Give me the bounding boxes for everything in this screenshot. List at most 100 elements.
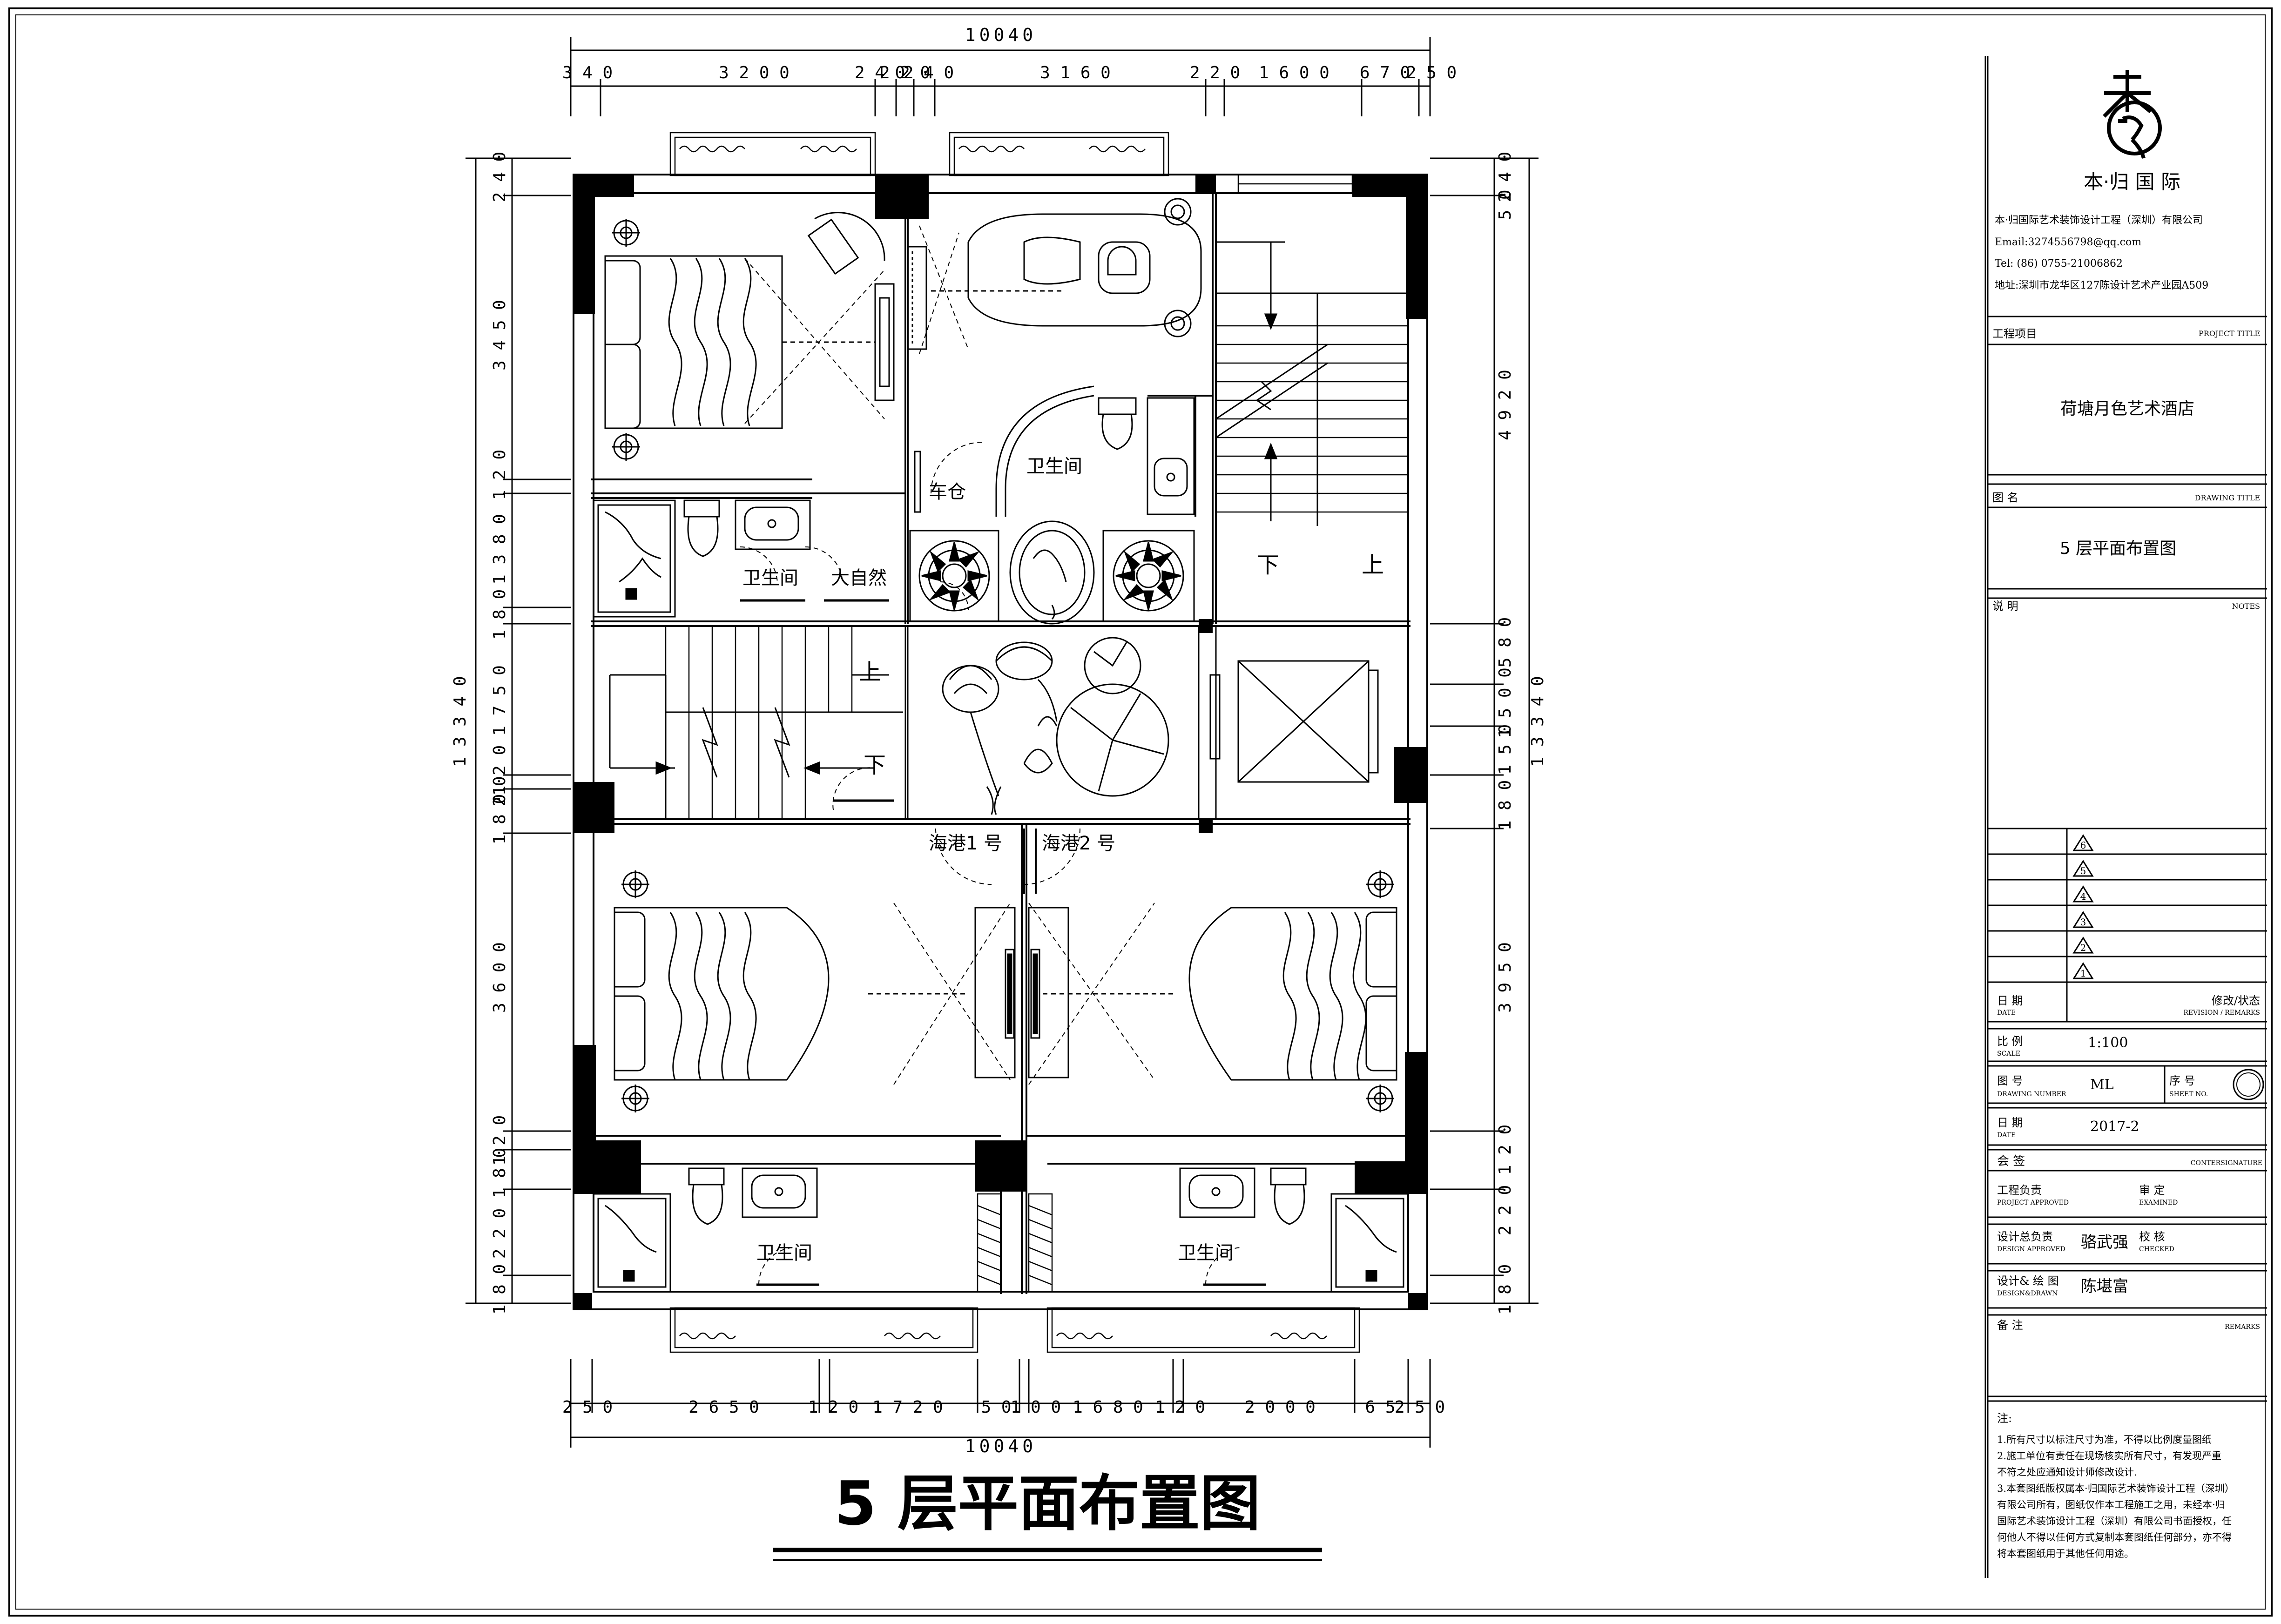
note-line: 不符之处应通知设计师修改设计. xyxy=(1997,1467,2137,1478)
room-label-bathroom: 卫生间 xyxy=(756,1242,812,1264)
title-block-frame xyxy=(1984,56,2267,1578)
date-label-en: DATE xyxy=(1997,1009,2016,1017)
door-swings xyxy=(931,442,1080,894)
countersign-label-en: CONTERSIGNATURE xyxy=(2191,1159,2262,1167)
drawing-label: 图 名 xyxy=(1992,491,2018,504)
drawing-label-en: DRAWING TITLE xyxy=(2195,493,2260,502)
dim-bottom-segment: 1 6 8 0 xyxy=(1073,1398,1143,1417)
bed-bottom-left xyxy=(614,870,1016,1112)
project-approved-label-en: PROJECT APPROVED xyxy=(1997,1199,2069,1206)
dimension-lines xyxy=(466,37,1539,1448)
scale-label-en: SCALE xyxy=(1997,1050,2020,1058)
windows xyxy=(669,132,1360,1353)
garage-car xyxy=(907,198,1202,517)
dim-left-total: 1 3 3 4 0 xyxy=(451,676,470,767)
company-tel: Tel: (86) 0755-21006862 xyxy=(1995,258,2123,270)
company-email: Email:327455679​8@qq.com xyxy=(1995,236,2141,248)
sheet-border xyxy=(8,7,2273,1617)
dim-top-segment: 3 2 0 0 xyxy=(719,63,790,82)
dim-top-total: 10040 xyxy=(965,25,1037,45)
project-name: 荷塘月色艺术酒店 xyxy=(2060,399,2194,418)
dim-left-segment: 1 8 0 xyxy=(490,794,509,844)
dim-right-segment: 1 2 0 xyxy=(1496,1125,1515,1175)
examined-label: 审 定 xyxy=(2139,1184,2165,1197)
dim-left-segment: 1 8 0 xyxy=(490,589,509,640)
note-line: 国际艺术装饰设计工程（深圳）有限公司书面授权，任 xyxy=(1997,1516,2232,1527)
note-line: 将本套图纸用于其他任何用途。 xyxy=(1997,1548,2134,1559)
dim-left-segment: 1 2 0 xyxy=(490,745,509,795)
scale-label: 比 例 xyxy=(1997,1035,2023,1048)
remarks2-label-en: REMARKS xyxy=(2225,1323,2260,1331)
revision-number: 6 xyxy=(2080,840,2086,851)
designer-label-en: DESIGN&DRAWN xyxy=(1997,1290,2058,1297)
note-line: 3.本套图纸版权属本·归国际艺术装饰设计工程（深圳） xyxy=(1997,1483,2234,1494)
dim-bottom-segment: 5 0 xyxy=(981,1398,1011,1417)
room-labels: 卫生间 大自然 车仓 卫生间 下 上 上 下 海港1 号 海港2 号 卫生间 卫… xyxy=(742,456,1384,1264)
design-approved-name: 骆武强 xyxy=(2081,1233,2128,1252)
revision-number: 5 xyxy=(2080,865,2086,876)
drawing-no-label-en: DRAWING NUMBER xyxy=(1997,1091,2066,1098)
dim-top-segment: 3 1 6 0 xyxy=(1040,63,1111,82)
dim-bottom-segment: 1 2 0 xyxy=(808,1398,858,1417)
project-approved-label: 工程负责 xyxy=(1997,1184,2042,1197)
remarks2-label: 备 注 xyxy=(1997,1319,2023,1332)
revision-marks xyxy=(2072,834,2094,979)
dim-right-total: 1 3 3 4 0 xyxy=(1528,676,1547,767)
sheet-no-label: 序 号 xyxy=(2169,1074,2195,1087)
design-approved-label-en: DESIGN APPROVED xyxy=(1997,1246,2065,1253)
dim-top-segment: 2 5 0 xyxy=(1406,63,1457,82)
company-short-name: 本·归 国 际 xyxy=(2084,170,2180,193)
lotus-panel xyxy=(907,625,1217,820)
dim-right-segment: 2 4 0 xyxy=(1496,152,1515,202)
room-label-harbor-1: 海港1 号 xyxy=(929,833,1002,854)
sheet-inner-border xyxy=(15,14,2266,1610)
bed-top-left xyxy=(604,212,895,461)
remarks-label: 修改/状态 xyxy=(2212,994,2260,1007)
countersign-label: 会 签 xyxy=(1997,1154,2025,1168)
note-line: 1.所有尺寸以标注尺寸为准，不得以比例度量图纸 xyxy=(1997,1434,2212,1445)
dim-bottom-segment: 2 6 5 0 xyxy=(688,1398,759,1417)
dim-bottom-segment: 2 5 0 xyxy=(1395,1398,1445,1417)
notes-label: 说 明 xyxy=(1992,600,2018,613)
dim-bottom-segment: 1 7 2 0 xyxy=(872,1398,943,1417)
dim-right-segment: 3 9 5 0 xyxy=(1496,942,1515,1013)
dim-top-segment: 2 2 0 xyxy=(1190,63,1240,82)
stair-label-up: 上 xyxy=(1362,552,1384,578)
dim-left-segment: 1 3 8 0 xyxy=(490,514,509,585)
company-logo-icon xyxy=(2103,70,2162,159)
note-line: 何他人不得以任何方式复制本套图纸任何部分，亦不得 xyxy=(1997,1532,2232,1543)
dim-left-labels: 1 3 3 4 0 2 4 0 3 4 5 0 1 2 0 1 3 8 0 1 … xyxy=(451,152,509,1314)
revision-number: 2 xyxy=(2080,942,2086,953)
drawing-name: 5 层平面布置图 xyxy=(2060,539,2176,558)
date2-label-en: DATE xyxy=(1997,1132,2016,1139)
date-label: 日 期 xyxy=(1997,994,2023,1007)
room-label-bathroom: 卫生间 xyxy=(1178,1242,1234,1264)
company-address: 地址:深圳市龙华区127陈设计艺术产业园A509 xyxy=(1995,280,2208,291)
revision-number: 3 xyxy=(2080,916,2086,928)
room-label-bathroom: 卫生间 xyxy=(1026,456,1082,477)
bed-bottom-right xyxy=(1028,870,1397,1112)
notes-heading: 注: xyxy=(1997,1412,2012,1425)
dim-right-segment: 1 8 0 xyxy=(1496,780,1515,830)
room-label-harbor-2: 海港2 号 xyxy=(1042,833,1115,854)
bathroom-bottom-right xyxy=(1028,1167,1409,1293)
drawing-title: 5 层平面布置图 xyxy=(834,1468,1261,1539)
dim-top-segment: 3 4 0 xyxy=(562,63,613,82)
dim-top-segment: 2 4 0 xyxy=(855,63,905,82)
dim-left-segment: 1 2 0 xyxy=(490,450,509,500)
project-label-en: PROJECT TITLE xyxy=(2199,329,2260,338)
room-label-nature: 大自然 xyxy=(831,567,887,589)
dim-bottom-segment: 2 5 0 xyxy=(562,1398,613,1417)
notes-label-en: NOTES xyxy=(2232,602,2260,611)
stair-label-down: 下 xyxy=(864,752,886,778)
title-block-text: 本·归 国 际 本·归国际艺术装饰设计工程（深圳）有限公司 Email:3274… xyxy=(1992,170,2260,613)
dim-top-segment: 1 6 0 0 xyxy=(1259,63,1329,82)
room-label-garage: 车仓 xyxy=(929,481,966,503)
note-line: 有限公司所有，图纸仅作本工程施工之用，未经本·归 xyxy=(1997,1499,2225,1510)
dim-right-segment: 2 2 0 xyxy=(1496,1185,1515,1235)
revision-number: 1 xyxy=(2080,968,2086,979)
dim-top-segments: 3 4 0 3 2 0 0 2 4 0 2 2 0 2 4 0 3 1 6 0 … xyxy=(562,63,1457,82)
dim-right-segment: 5 8 0 xyxy=(1496,617,1515,667)
dim-left-segment: 2 4 0 xyxy=(490,152,509,202)
